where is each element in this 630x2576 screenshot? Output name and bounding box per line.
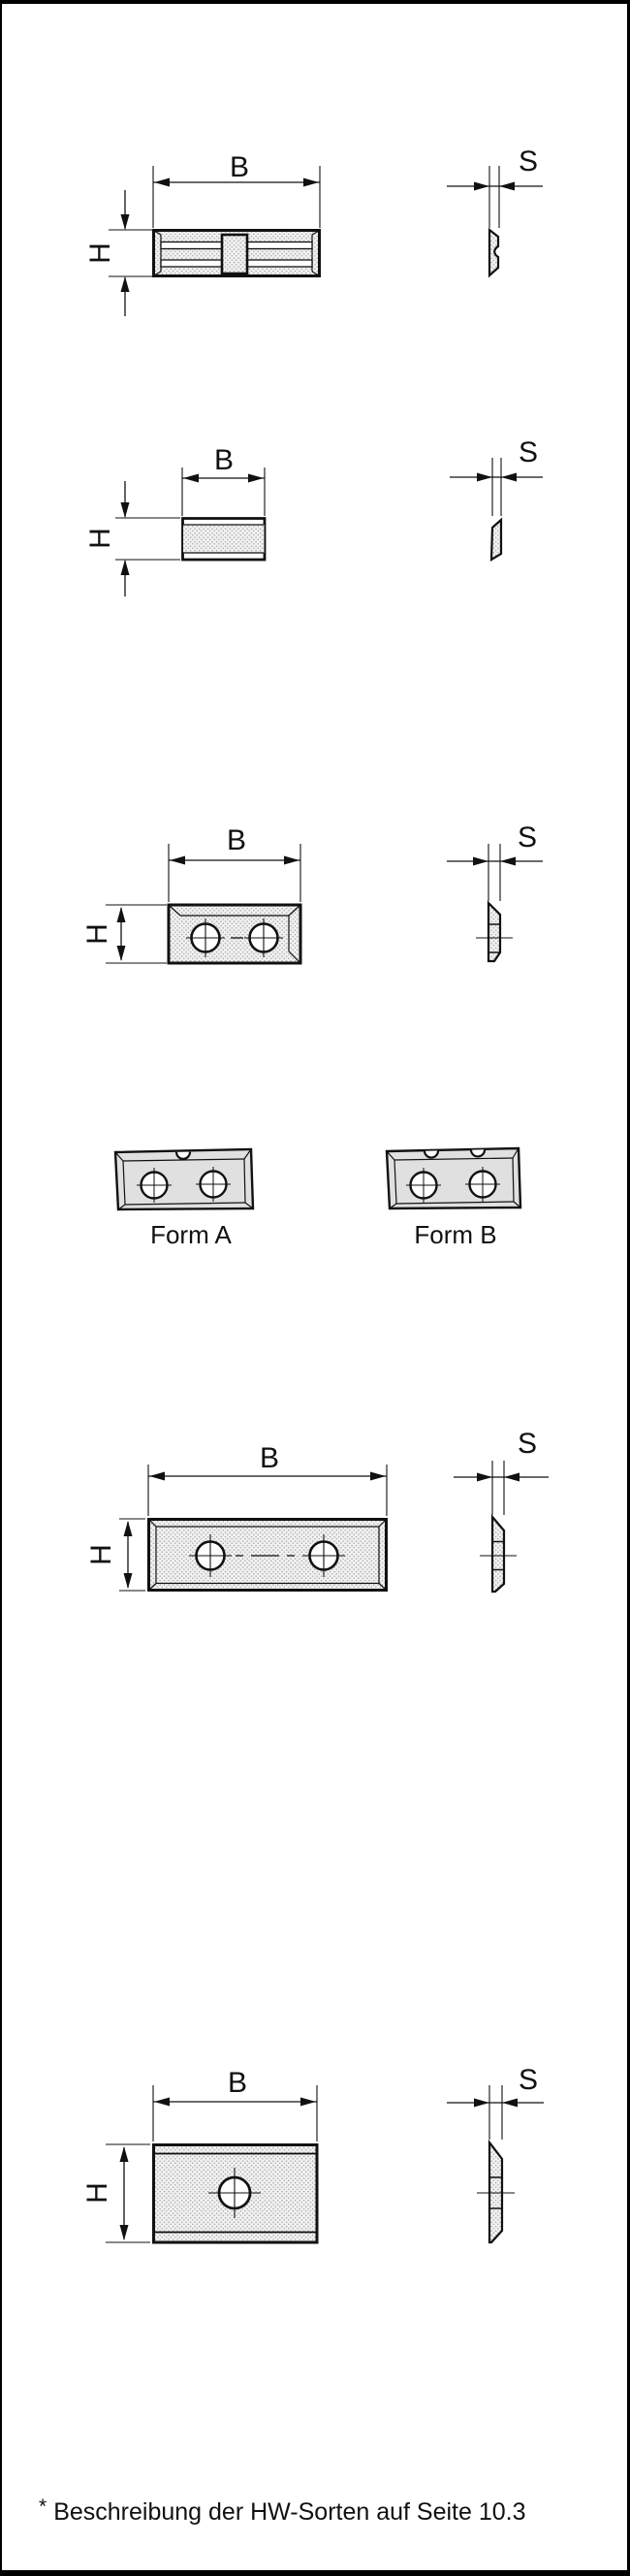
width-label: B xyxy=(214,444,234,476)
height-label: H xyxy=(84,242,116,264)
width-label: B xyxy=(260,1442,279,1474)
form-b-label: Form B xyxy=(414,1220,496,1249)
thickness-label: S xyxy=(519,436,538,468)
drawing-long-two-hole-insert-front: B H xyxy=(85,1442,388,1592)
height-label: H xyxy=(84,528,116,549)
footnote: * Beschreibung der HW-Sorten auf Seite 10… xyxy=(39,2496,526,2527)
form-b-figure: Form B xyxy=(385,1146,522,1249)
drawing-two-hole-insert-side: S xyxy=(447,821,543,963)
form-a-figure: Form A xyxy=(113,1147,255,1249)
technical-drawings: B H S B xyxy=(81,145,549,2244)
thickness-label: S xyxy=(519,2064,538,2096)
thickness-label: S xyxy=(518,821,537,853)
width-label: B xyxy=(227,824,246,856)
form-a-label: Form A xyxy=(150,1220,232,1249)
drawing-grooved-insert-front: B H xyxy=(84,151,321,316)
width-label: B xyxy=(228,2067,247,2099)
drawing-single-hole-insert-side: S xyxy=(447,2064,544,2244)
drawing-long-two-hole-insert-side: S xyxy=(454,1428,549,1594)
drawing-flat-blade-front: B H xyxy=(84,444,267,596)
height-label: H xyxy=(81,2182,113,2204)
footnote-text: Beschreibung der HW-Sorten auf Seite 10.… xyxy=(53,2498,526,2526)
thickness-label: S xyxy=(518,1428,537,1460)
drawing-two-hole-insert-front: B H xyxy=(81,824,302,965)
width-label: B xyxy=(230,151,249,183)
height-label: H xyxy=(85,1544,117,1565)
drawing-grooved-insert-side: S xyxy=(447,145,543,278)
footnote-asterisk: * xyxy=(39,2496,47,2518)
drawing-single-hole-insert-front: B H xyxy=(81,2067,319,2244)
drawing-flat-blade-side: S xyxy=(450,436,543,562)
height-label: H xyxy=(81,923,113,945)
thickness-label: S xyxy=(519,145,538,177)
